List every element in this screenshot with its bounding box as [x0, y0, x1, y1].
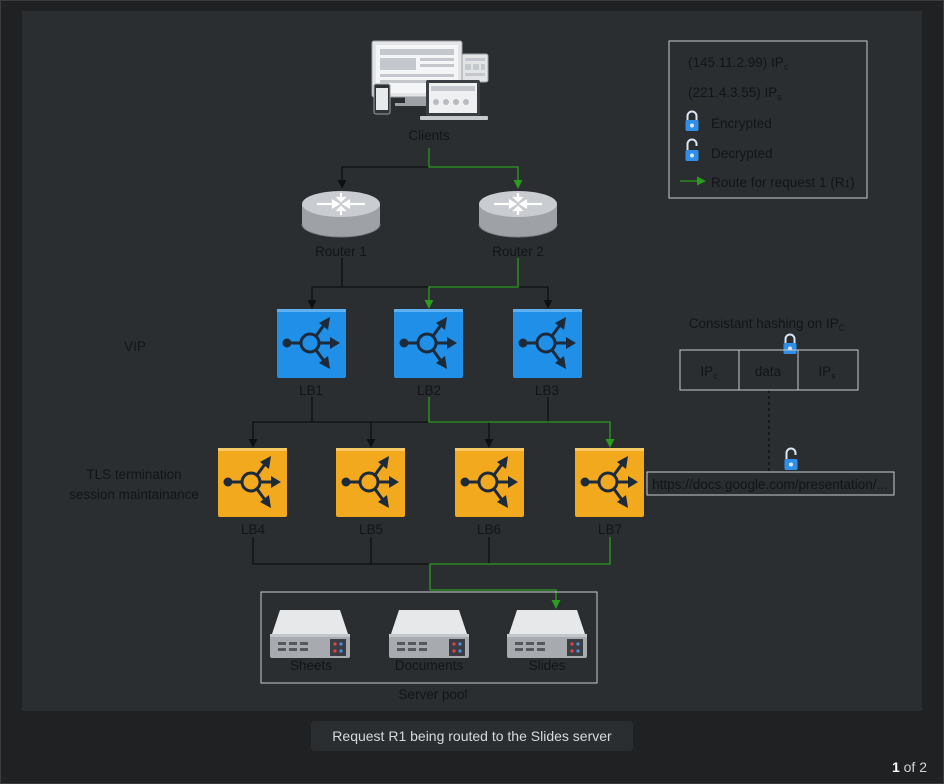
- architecture-diagram: Clients Router 1 Router 2 VIP: [69, 40, 895, 702]
- edge-lb1-lb4: [248, 397, 313, 448]
- edge-router-lb3: [342, 286, 553, 309]
- edge-clients-router1: [337, 148, 430, 189]
- server-pool-label: Server pool: [398, 687, 467, 702]
- legend-decrypted-lock-icon: [684, 138, 700, 162]
- packet-ip-server: IPs: [818, 364, 836, 381]
- lb4-icon: [218, 448, 287, 517]
- lb6-icon: [455, 448, 524, 517]
- edge-lb2-lb7: [428, 397, 615, 448]
- packet-ip-client: IPc: [700, 364, 718, 381]
- lb5-icon: [336, 448, 405, 517]
- tls-label-line2: session maintainance: [69, 487, 199, 502]
- clients-icon: [371, 40, 489, 120]
- lb3-label: LB3: [535, 383, 559, 398]
- legend-ip-client: (145.11.2.99) IPc: [688, 55, 789, 72]
- router-2-icon: [477, 189, 559, 239]
- vip-label: VIP: [124, 339, 146, 354]
- legend-box: [668, 40, 868, 199]
- edge-lb7-pool: [429, 537, 611, 590]
- router-2-label: Router 2: [492, 244, 544, 259]
- packet-data: data: [755, 364, 782, 379]
- lb6-label: LB6: [477, 522, 501, 537]
- router-1-label: Router 1: [315, 244, 367, 259]
- legend-encrypted: Encrypted: [711, 116, 772, 131]
- packet-lock-icon: [782, 333, 798, 355]
- url-box: [646, 471, 895, 496]
- edge-lb1-lb5: [312, 421, 376, 448]
- url-text: https://docs.google.com/presentation/...: [652, 477, 888, 492]
- tls-label-line1: TLS termination: [86, 467, 181, 482]
- lb1-icon: [277, 309, 346, 378]
- edge-clients-router2: [428, 148, 523, 189]
- lb7-icon: [575, 448, 644, 517]
- edge-lb4-pool: [252, 537, 430, 565]
- slide-caption: Request R1 being routed to the Slides se…: [311, 721, 633, 751]
- legend-route: Route for request 1 (R1): [711, 175, 855, 190]
- edge-router2-lb2: [424, 258, 519, 309]
- server-sheets-label: Sheets: [290, 658, 332, 673]
- legend-decrypted: Decrypted: [711, 146, 773, 161]
- server-slides-label: Slides: [529, 658, 566, 673]
- edge-lb-lb6: [371, 421, 494, 448]
- url-lock-icon: [783, 447, 799, 471]
- lb2-label: LB2: [417, 383, 441, 398]
- server-sheets-icon: [270, 610, 350, 658]
- server-documents-label: Documents: [395, 658, 464, 673]
- pager-current: 1: [891, 759, 900, 775]
- server-pool-box: [260, 591, 598, 684]
- legend-encrypted-lock-icon: [684, 110, 700, 132]
- hashing-label: Consistant hashing on IPC: [689, 316, 846, 333]
- lb1-label: LB1: [299, 383, 323, 398]
- server-slides-icon: [507, 610, 587, 658]
- lb7-label: LB7: [598, 522, 622, 537]
- pager: 1 of 2: [892, 759, 927, 775]
- router-1-icon: [300, 189, 382, 239]
- packet-box: [679, 349, 859, 391]
- server-documents-icon: [389, 610, 469, 658]
- pager-total: of 2: [903, 759, 927, 775]
- edge-router1-lb1: [307, 258, 343, 309]
- lb3-icon: [513, 309, 582, 378]
- diagram-canvas: Clients Router 1 Router 2 VIP: [22, 11, 922, 711]
- legend-ip-server: (221.4.3.55) IPs: [688, 85, 782, 102]
- edge-pool-slides: [430, 589, 561, 609]
- lb5-label: LB5: [359, 522, 383, 537]
- lb2-icon: [394, 309, 463, 378]
- clients-label: Clients: [408, 128, 450, 143]
- lb4-label: LB4: [241, 522, 266, 537]
